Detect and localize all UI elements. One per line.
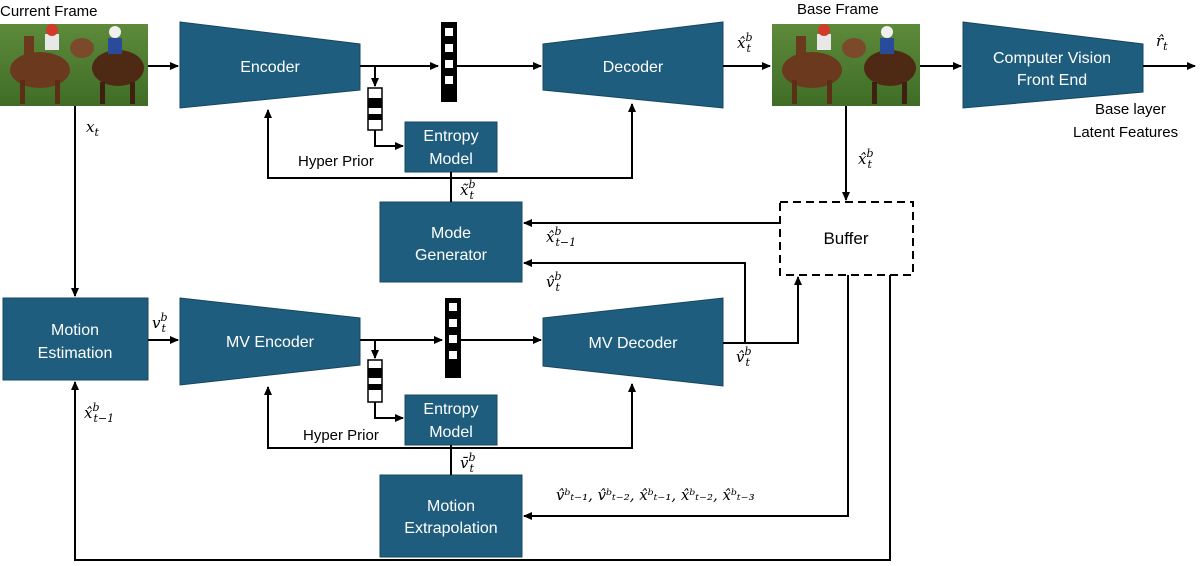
entropy-model-block bbox=[404, 121, 498, 173]
base-layer-label-1: Base layer bbox=[1095, 101, 1166, 118]
mv-encoder-label: MV Encoder bbox=[226, 334, 315, 351]
motion-extrapolation-label-2: Extrapolation bbox=[404, 520, 497, 537]
mv-entropy-model-label-2: Model bbox=[429, 424, 473, 441]
entropy-model-label-1: Entropy bbox=[423, 128, 478, 145]
latent-column-bottom bbox=[445, 298, 461, 378]
motion-estimation-block bbox=[2, 297, 149, 381]
buffer-label: Buffer bbox=[823, 229, 868, 248]
mv-encoder-block bbox=[179, 297, 361, 386]
cv-front-end-block bbox=[962, 21, 1144, 109]
base-frame-caption: Base Frame bbox=[797, 1, 879, 18]
hyper-prior-column-top bbox=[367, 87, 383, 131]
motion-extrapolation-label-1: Motion bbox=[427, 498, 475, 515]
encoder-label: Encoder bbox=[240, 59, 300, 76]
label-rhat-t: r̂t bbox=[1156, 32, 1168, 53]
buffer-block bbox=[779, 201, 914, 276]
current-frame-image bbox=[0, 24, 148, 106]
current-frame-caption: Current Frame bbox=[0, 3, 98, 20]
label-history-set: v̂ᵇₜ₋₁, v̂ᵇₜ₋₂, x̂ᵇₜ₋₁, x̂ᵇₜ₋₂, x̂ᵇₜ₋₃ bbox=[556, 486, 755, 504]
cv-front-end-label-2: Front End bbox=[1017, 72, 1087, 89]
motion-estimation-label-2: Estimation bbox=[38, 345, 113, 362]
hyper-prior-label-bottom: Hyper Prior bbox=[303, 427, 379, 444]
base-frame-image bbox=[772, 24, 920, 106]
connectors bbox=[71, 62, 1196, 561]
base-layer-label-2: Latent Features bbox=[1073, 124, 1178, 141]
encoder-block bbox=[179, 21, 361, 109]
decoder-block bbox=[542, 21, 724, 109]
motion-extrapolation-block bbox=[379, 474, 523, 558]
mode-generator-label-1: Mode bbox=[431, 225, 471, 242]
mode-generator-label-2: Generator bbox=[415, 247, 488, 264]
latent-column-top bbox=[441, 22, 457, 102]
mv-decoder-block bbox=[542, 297, 724, 387]
label-x-t: xt bbox=[86, 118, 99, 139]
cv-front-end-label-1: Computer Vision bbox=[993, 50, 1111, 67]
mv-entropy-model-block bbox=[404, 394, 498, 446]
mv-decoder-label: MV Decoder bbox=[589, 335, 679, 352]
entropy-model-label-2: Model bbox=[429, 151, 473, 168]
mv-entropy-model-label-1: Entropy bbox=[423, 401, 478, 418]
motion-estimation-label-1: Motion bbox=[51, 322, 99, 339]
decoder-label: Decoder bbox=[603, 59, 664, 76]
mode-generator-block bbox=[379, 201, 523, 283]
hyper-prior-label-top: Hyper Prior bbox=[298, 153, 374, 170]
hyper-prior-column-bottom bbox=[367, 359, 383, 403]
